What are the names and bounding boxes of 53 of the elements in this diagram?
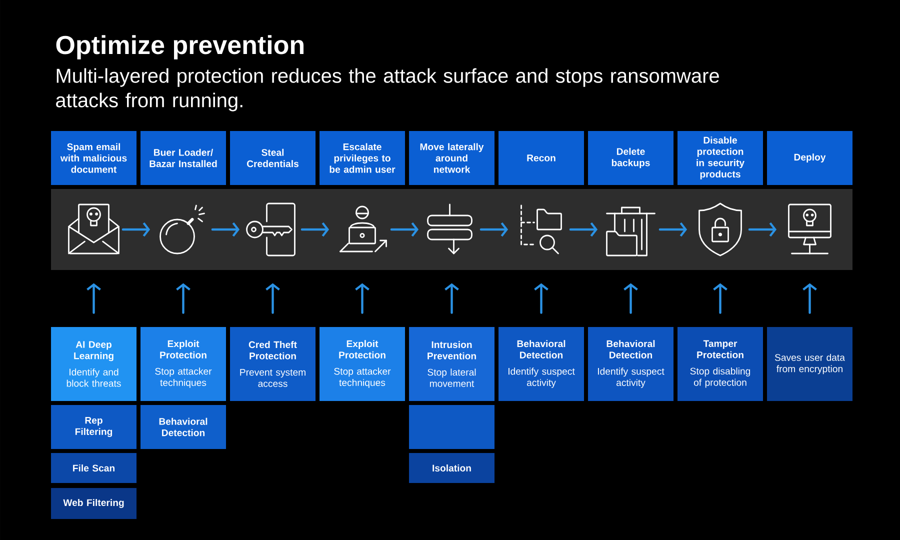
stage-box: Recon (498, 131, 584, 185)
protection-box: Behavioral Detection Identify suspect activity (588, 327, 674, 401)
protection-box: File Scan (51, 453, 136, 483)
protection-box: Exploit Protection Stop attacker techniques (320, 327, 405, 401)
protection-box: Cred Theft Protection Prevent system access (230, 327, 316, 401)
arrow (176, 283, 190, 314)
arrow (569, 222, 598, 237)
arrow (802, 283, 817, 314)
protection-box: AI Deep Learning Identify and block threats (51, 327, 136, 401)
arrow (444, 283, 459, 314)
arrow (390, 222, 419, 237)
protection-box: Tamper Protection Stop disabling of protection (678, 327, 763, 401)
protection-box: Intrusion Prevention Stop lateral movement (409, 327, 494, 401)
folder-search-icon (520, 204, 562, 254)
title: Optimize prevention (56, 35, 304, 60)
stage-box: Move laterally around network (409, 131, 494, 185)
arrow (300, 222, 330, 237)
arrow (86, 283, 101, 314)
stage-box: Escalate privileges to be admin user (320, 131, 405, 185)
arrow (658, 222, 688, 237)
stage-box: Disable protection in security products (678, 131, 763, 185)
arrow (624, 283, 638, 314)
person-laptop-icon (340, 206, 387, 252)
arrow (480, 222, 508, 237)
protection-box: Behavioral Detection (140, 405, 226, 449)
empty-box (409, 405, 494, 449)
protection-box: Rep Filtering (51, 405, 136, 449)
arrow (211, 222, 240, 237)
protection-box: Exploit Protection Stop attacker techniques (140, 327, 226, 401)
monitor-skull-icon (788, 204, 832, 254)
subtitle: Multi-layered protection reduces the attack surface and stops ransomware attacks from running. (56, 68, 719, 112)
protection-box: Behavioral Detection Identify suspect activity (498, 327, 584, 401)
stage-box: Spam email with malicious document (51, 131, 136, 185)
protection-box: Saves user data from encryption (767, 327, 852, 401)
arrow (355, 283, 370, 314)
bars-arrow-icon (427, 204, 472, 254)
protection-box: Isolation (409, 453, 494, 483)
stage-box: Steal Credentials (230, 131, 316, 185)
trash-folder-icon (606, 206, 656, 256)
icon-strip (51, 189, 852, 270)
arrow (713, 283, 728, 314)
bomb-icon (160, 204, 205, 254)
arrow (748, 222, 777, 237)
arrow (266, 283, 280, 314)
arrow (122, 222, 150, 237)
envelope-icon (68, 204, 120, 254)
arrow (534, 283, 548, 314)
stage-box: Buer Loader/ Bazar Installed (140, 131, 226, 185)
stage-box: Deploy (767, 131, 852, 185)
stage-box: Delete backups (588, 131, 674, 185)
protection-box: Web Filtering (51, 488, 136, 519)
key-door-icon (246, 202, 296, 256)
shield-lock-icon (698, 202, 742, 256)
